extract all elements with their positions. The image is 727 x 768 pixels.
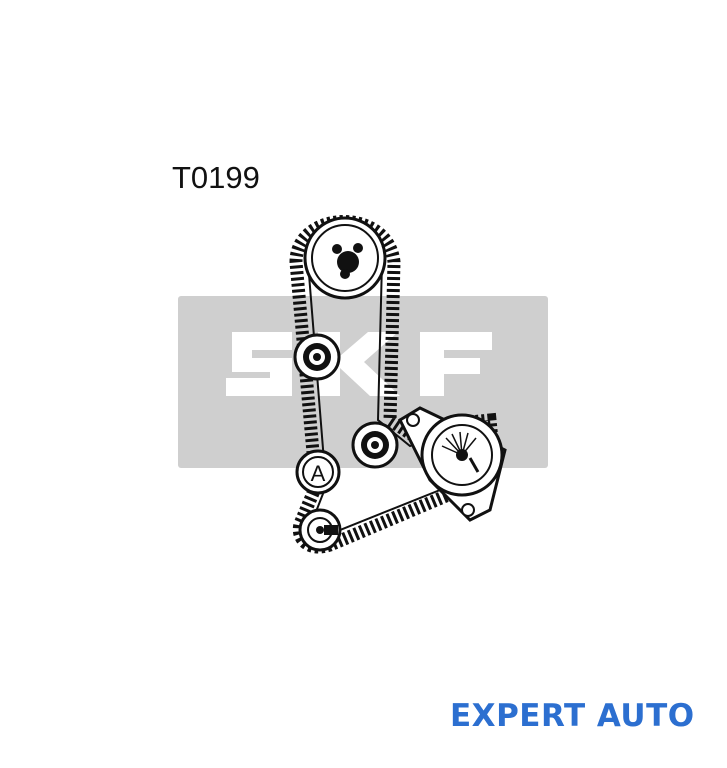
upper-idler-roller	[293, 333, 341, 381]
tensioner-pulley	[398, 406, 507, 522]
camshaft-sprocket	[303, 216, 387, 300]
brand-logo-text: EXPERT AUTO	[450, 698, 695, 734]
crankshaft-sprocket	[298, 508, 342, 552]
part-code: T0199	[172, 160, 260, 195]
middle-idler-roller	[351, 421, 399, 469]
idler-a-label: A	[311, 461, 326, 486]
idler-a: A	[295, 449, 341, 495]
